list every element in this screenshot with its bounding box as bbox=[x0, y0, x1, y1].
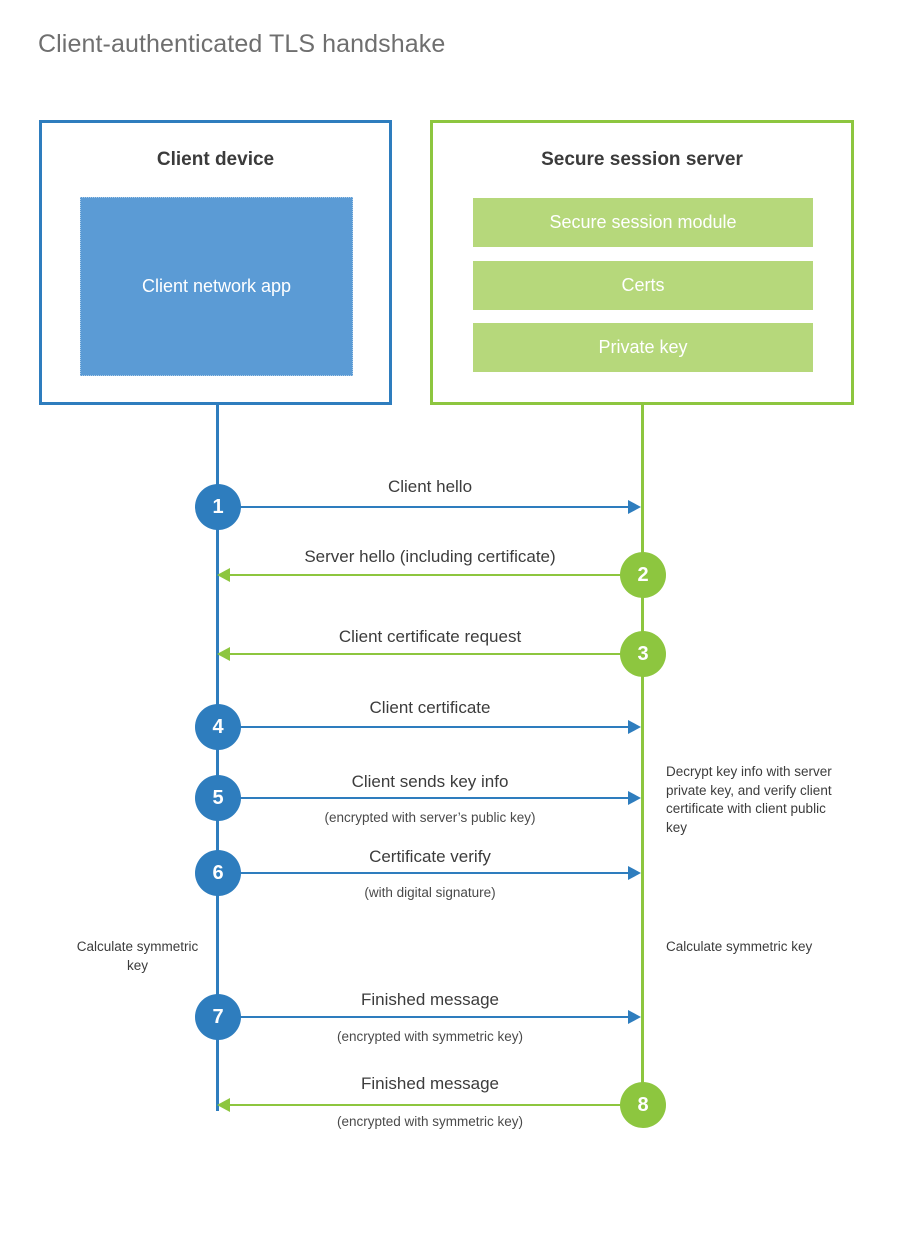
step-circle-5[interactable]: 5 bbox=[195, 775, 241, 821]
participant-box-server: Secure session server Secure session mod… bbox=[430, 120, 854, 405]
page-title: Client-authenticated TLS handshake bbox=[38, 30, 446, 58]
step-circle-8[interactable]: 8 bbox=[620, 1082, 666, 1128]
server-component-secure-session-module: Secure session module bbox=[473, 198, 813, 247]
message-label-3: Client certificate request bbox=[338, 627, 522, 646]
note-server-decrypt: Decrypt key info with server private key… bbox=[666, 764, 832, 835]
arrow-head-left-3 bbox=[217, 647, 230, 661]
message-label-4: Client certificate bbox=[369, 698, 491, 717]
message-line-8 bbox=[230, 1104, 642, 1106]
lifeline-client bbox=[216, 405, 219, 1111]
step-circle-7[interactable]: 7 bbox=[195, 994, 241, 1040]
message-label-2: Server hello (including certificate) bbox=[304, 547, 556, 566]
server-component-certs: Certs bbox=[473, 261, 813, 310]
message-line-4 bbox=[218, 726, 630, 728]
message-line-7 bbox=[218, 1016, 630, 1018]
arrow-head-left-8 bbox=[217, 1098, 230, 1112]
step-circle-3[interactable]: 3 bbox=[620, 631, 666, 677]
arrow-head-right-7 bbox=[628, 1010, 641, 1024]
message-line-1 bbox=[218, 506, 630, 508]
message-label-8: Finished message bbox=[361, 1074, 499, 1093]
step-circle-6[interactable]: 6 bbox=[195, 850, 241, 896]
note-client-calculate-symmetric-key: Calculate symmetric key bbox=[76, 939, 199, 973]
arrow-head-right-1 bbox=[628, 500, 641, 514]
message-label-1: Client hello bbox=[387, 477, 473, 496]
message-sublabel-6: (with digital signature) bbox=[364, 885, 496, 900]
message-line-2 bbox=[230, 574, 642, 576]
message-label-5: Client sends key info bbox=[351, 772, 509, 791]
step-circle-4[interactable]: 4 bbox=[195, 704, 241, 750]
message-line-5 bbox=[218, 797, 630, 799]
lifeline-server bbox=[641, 405, 644, 1106]
participant-box-client: Client device Client network app bbox=[39, 120, 392, 405]
note-server-calculate-symmetric-key: Calculate symmetric key bbox=[666, 939, 813, 954]
participant-title-client: Client device bbox=[156, 149, 275, 170]
arrow-head-left-2 bbox=[217, 568, 230, 582]
arrow-head-right-6 bbox=[628, 866, 641, 880]
message-line-6 bbox=[218, 872, 630, 874]
arrow-head-right-4 bbox=[628, 720, 641, 734]
message-sublabel-8: (encrypted with symmetric key) bbox=[336, 1114, 524, 1129]
arrow-head-right-5 bbox=[628, 791, 641, 805]
message-sublabel-5: (encrypted with server’s public key) bbox=[324, 810, 536, 825]
client-network-app-block: Client network app bbox=[80, 197, 353, 376]
step-circle-1[interactable]: 1 bbox=[195, 484, 241, 530]
message-label-6: Certificate verify bbox=[369, 847, 491, 866]
message-sublabel-7: (encrypted with symmetric key) bbox=[336, 1029, 524, 1044]
message-label-7: Finished message bbox=[361, 990, 499, 1009]
participant-title-server: Secure session server bbox=[541, 149, 743, 170]
message-line-3 bbox=[230, 653, 642, 655]
step-circle-2[interactable]: 2 bbox=[620, 552, 666, 598]
server-component-private-key: Private key bbox=[473, 323, 813, 372]
